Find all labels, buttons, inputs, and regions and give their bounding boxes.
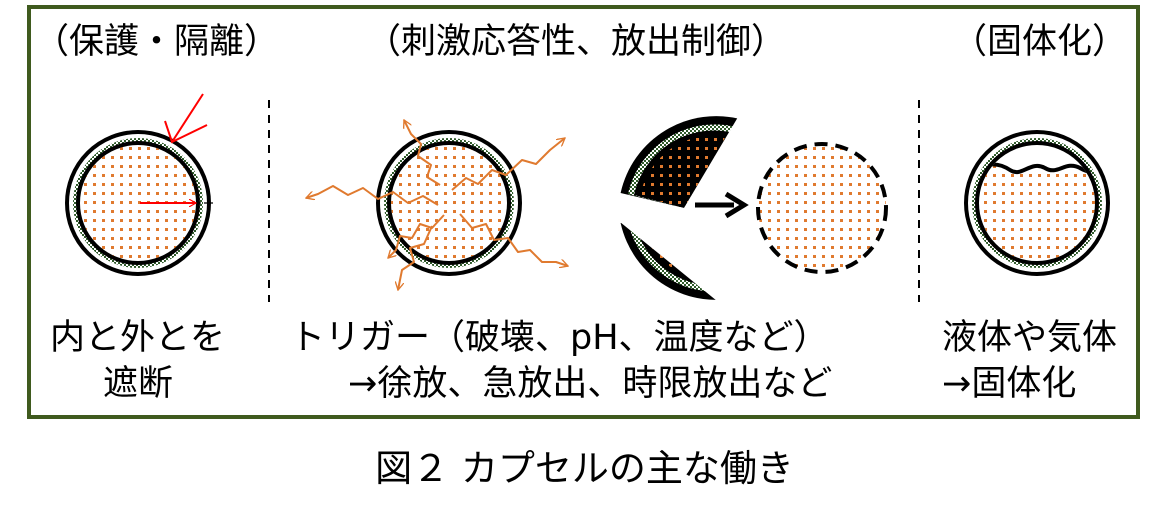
- capsule-solidified: [964, 130, 1110, 276]
- arrow-right-icon: [695, 191, 749, 219]
- figure-frame: [27, 5, 1140, 419]
- heading-solidify: （固体化）: [952, 22, 1128, 62]
- label-solid-line1: 液体や気体: [942, 318, 1118, 358]
- label-protection-line1: 内と外とを: [50, 318, 226, 358]
- capsule-ruptured: [620, 80, 760, 336]
- label-solid-line2: →固体化: [942, 364, 1077, 404]
- label-trigger-line1: トリガー（破壊、pH、温度など）: [290, 318, 829, 358]
- blocked-arrow-icon: [164, 93, 208, 144]
- label-trigger-line2: →徐放、急放出、時限放出など: [348, 364, 833, 404]
- heading-responsive: （刺激応答性、放出制御）: [366, 22, 787, 62]
- label-protection-line2: 遮断: [103, 364, 174, 404]
- capsule-protection: [65, 130, 211, 276]
- released-contents: [756, 142, 888, 274]
- figure-caption: 図２ カプセルの主な働き: [375, 447, 794, 490]
- heading-protection: （保護・隔離）: [34, 22, 280, 62]
- release-wavy-arrows: [306, 120, 568, 290]
- capsule-trigger: [376, 130, 522, 276]
